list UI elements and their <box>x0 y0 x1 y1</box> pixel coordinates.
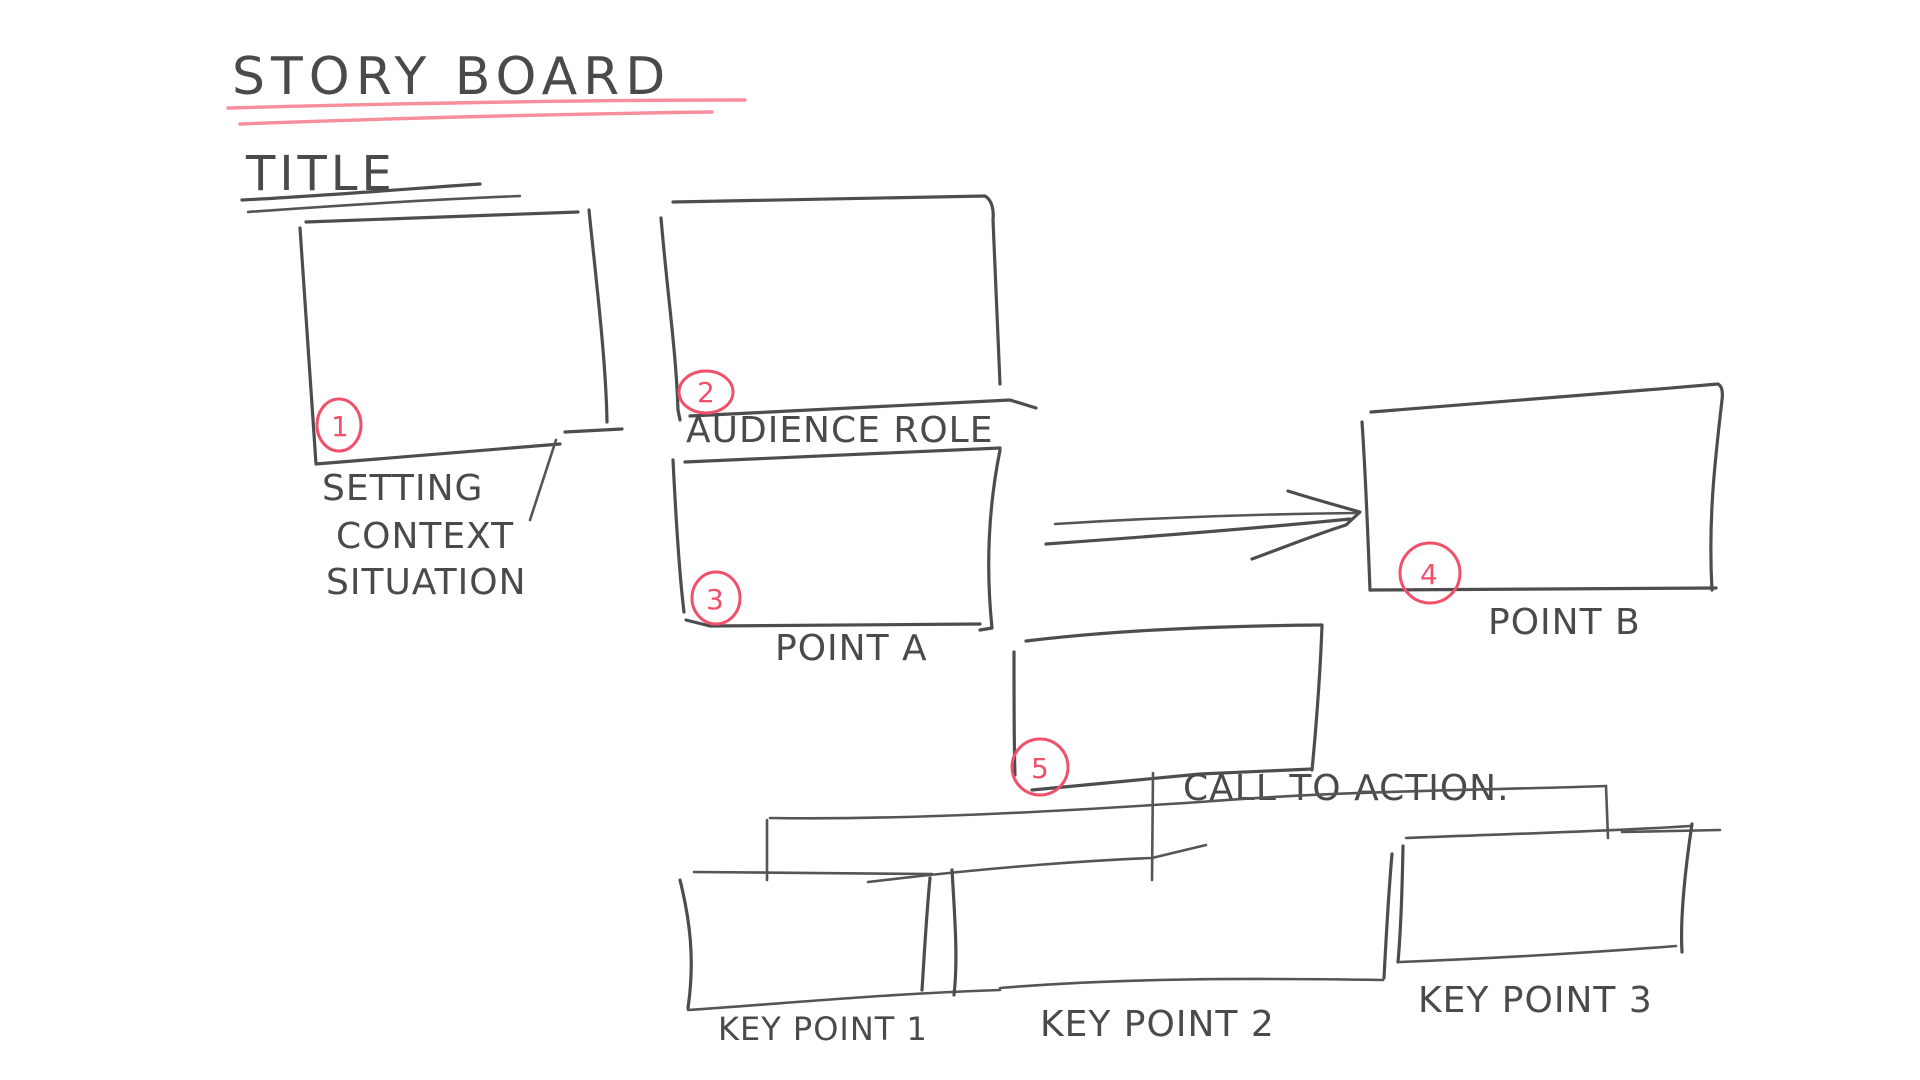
frame-4-number: 4 <box>1420 558 1438 591</box>
frame-2-label: AUDIENCE ROLE <box>686 410 993 451</box>
frame-2-number: 2 <box>697 376 715 409</box>
title-underline-1 <box>240 182 482 202</box>
frame-1-number-circle <box>315 397 363 453</box>
frame-1-label-line-1: SETTING <box>322 468 483 509</box>
frame-4: 4 POINT B <box>1360 382 1724 643</box>
key-point-2-frame: KEY POINT 2 <box>950 852 1394 1045</box>
key-point-3-frame: KEY POINT 3 <box>1396 822 1694 1021</box>
frame-2-number-circle <box>677 369 735 415</box>
key-point-2-label: KEY POINT 2 <box>1040 1004 1275 1045</box>
arrow-point-a-to-point-b <box>1044 489 1362 561</box>
key-point-1-frame: KEY POINT 1 <box>678 876 1002 1048</box>
frame-4-label: POINT B <box>1488 602 1641 643</box>
key-point-connectors <box>692 771 1722 884</box>
frame-5-number: 5 <box>1031 752 1049 785</box>
frame-1-number: 1 <box>331 410 349 443</box>
frame-5-label: CALL TO ACTION. <box>1183 768 1510 809</box>
key-point-3-label: KEY POINT 3 <box>1418 980 1653 1021</box>
frame-3: 3 POINT A <box>671 446 1002 669</box>
frame-1: 1 SETTING CONTEXT SITUATION <box>298 208 624 603</box>
key-point-1-label: KEY POINT 1 <box>718 1010 928 1048</box>
frame-1-label-line-2: CONTEXT <box>336 516 514 557</box>
frame-5-number-circle <box>1010 737 1070 797</box>
frame-5: 5 CALL TO ACTION. <box>1010 623 1510 809</box>
frame-3-number: 3 <box>706 583 724 616</box>
heading-underline-1 <box>226 98 747 110</box>
frame-2: 2 AUDIENCE ROLE <box>659 194 1038 451</box>
title-underline-2 <box>246 194 522 214</box>
title-heading: TITLE <box>245 146 396 202</box>
storyboard-heading: STORY BOARD <box>232 47 671 107</box>
frame-3-label: POINT A <box>775 628 928 669</box>
frame-4-number-circle <box>1398 541 1462 605</box>
frame-3-number-circle <box>690 570 742 626</box>
heading-underline-2 <box>238 110 714 126</box>
frame-1-label-line-3: SITUATION <box>326 562 527 603</box>
